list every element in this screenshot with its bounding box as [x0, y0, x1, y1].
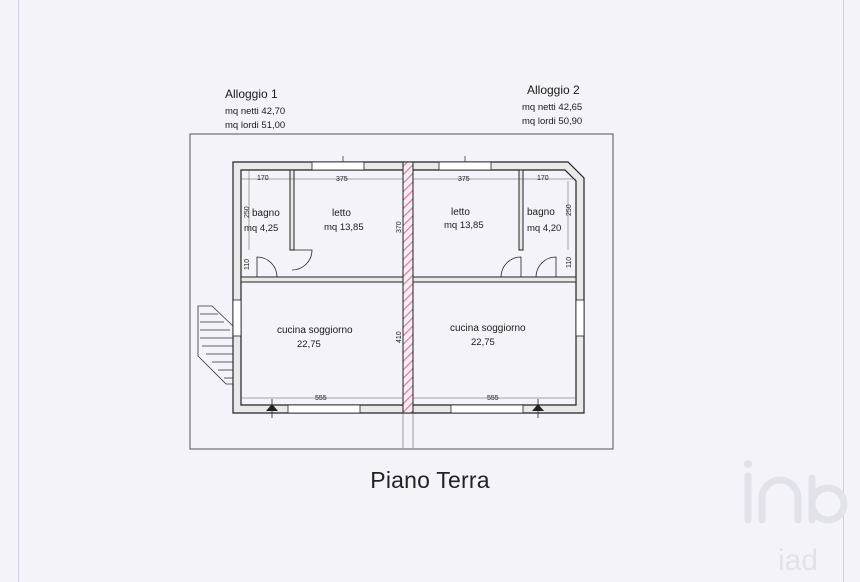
- window-ticks: [342, 156, 466, 162]
- dim-bagno-right-width: 170: [537, 175, 549, 182]
- room-bagno-right-area: mq 4,20: [527, 223, 561, 234]
- door-letto-left: [291, 249, 313, 271]
- room-cucina-right-name: cucina soggiorno: [450, 323, 526, 334]
- dim-bagno-left-height: 250: [244, 206, 251, 218]
- unit1-net-area: mq netti 42,70: [225, 106, 285, 117]
- drawing-frame: [189, 133, 614, 450]
- watermark-text: iad: [778, 544, 818, 577]
- party-wall: [402, 161, 414, 414]
- dim-letto-right-width: 375: [458, 176, 470, 183]
- dim-letto-left-width: 375: [336, 176, 348, 183]
- window-top-left: [311, 161, 365, 171]
- window-bottom-right: [450, 404, 524, 414]
- window-top-right: [438, 161, 492, 171]
- unit2-gross-area: mq lordi 50,90: [522, 116, 582, 127]
- dim-living-right-width: 555: [487, 395, 499, 402]
- window-bottom-left: [287, 404, 361, 414]
- unit1-gross-area: mq lordi 51,00: [225, 120, 285, 131]
- dim-bedroom-depth: 370: [396, 221, 403, 233]
- window-left: [232, 299, 242, 337]
- room-cucina-left-name: cucina soggiorno: [277, 325, 353, 336]
- doors: [256, 249, 557, 278]
- room-cucina-left-area: 22,75: [297, 339, 321, 350]
- dim-door-right-height: 110: [566, 257, 573, 268]
- iad-logo-watermark: iad: [744, 460, 848, 577]
- plan-title: Piano Terra: [370, 467, 490, 493]
- dim-bagno-left-width: 170: [257, 175, 269, 182]
- room-letto-right-area: mq 13,85: [444, 220, 484, 231]
- exterior-stair: [197, 305, 234, 385]
- room-cucina-right-area: 22,75: [471, 337, 495, 348]
- room-letto-left-area: mq 13,85: [324, 222, 364, 233]
- room-bagno-left-name: bagno: [252, 208, 280, 219]
- partition-left: [240, 276, 404, 283]
- dimension-lines: [241, 170, 576, 399]
- window-right: [575, 299, 585, 337]
- room-letto-right-name: letto: [451, 207, 470, 218]
- dim-door-left-height: 110: [244, 259, 251, 270]
- unit2-name: Alloggio 2: [527, 83, 580, 97]
- room-bagno-left-area: mq 4,25: [244, 223, 278, 234]
- door-letto-right: [500, 256, 522, 278]
- unit2-net-area: mq netti 42,65: [522, 102, 582, 113]
- partition-right: [412, 276, 577, 283]
- bath-wall-right: [518, 169, 524, 251]
- windows: [232, 161, 585, 414]
- door-bagno-left: [256, 256, 278, 278]
- dim-bagno-right-height: 250: [566, 204, 573, 216]
- dim-living-depth: 410: [396, 331, 403, 343]
- page-margin-right: [843, 0, 844, 582]
- entrance-markers: [266, 399, 544, 418]
- bath-wall-left: [289, 169, 295, 251]
- room-bagno-right-name: bagno: [527, 207, 555, 218]
- room-letto-left-name: letto: [332, 208, 351, 219]
- unit1-name: Alloggio 1: [225, 87, 278, 101]
- dim-living-left-width: 555: [315, 395, 327, 402]
- door-bagno-right: [535, 256, 557, 278]
- page-margin-left: [18, 0, 19, 582]
